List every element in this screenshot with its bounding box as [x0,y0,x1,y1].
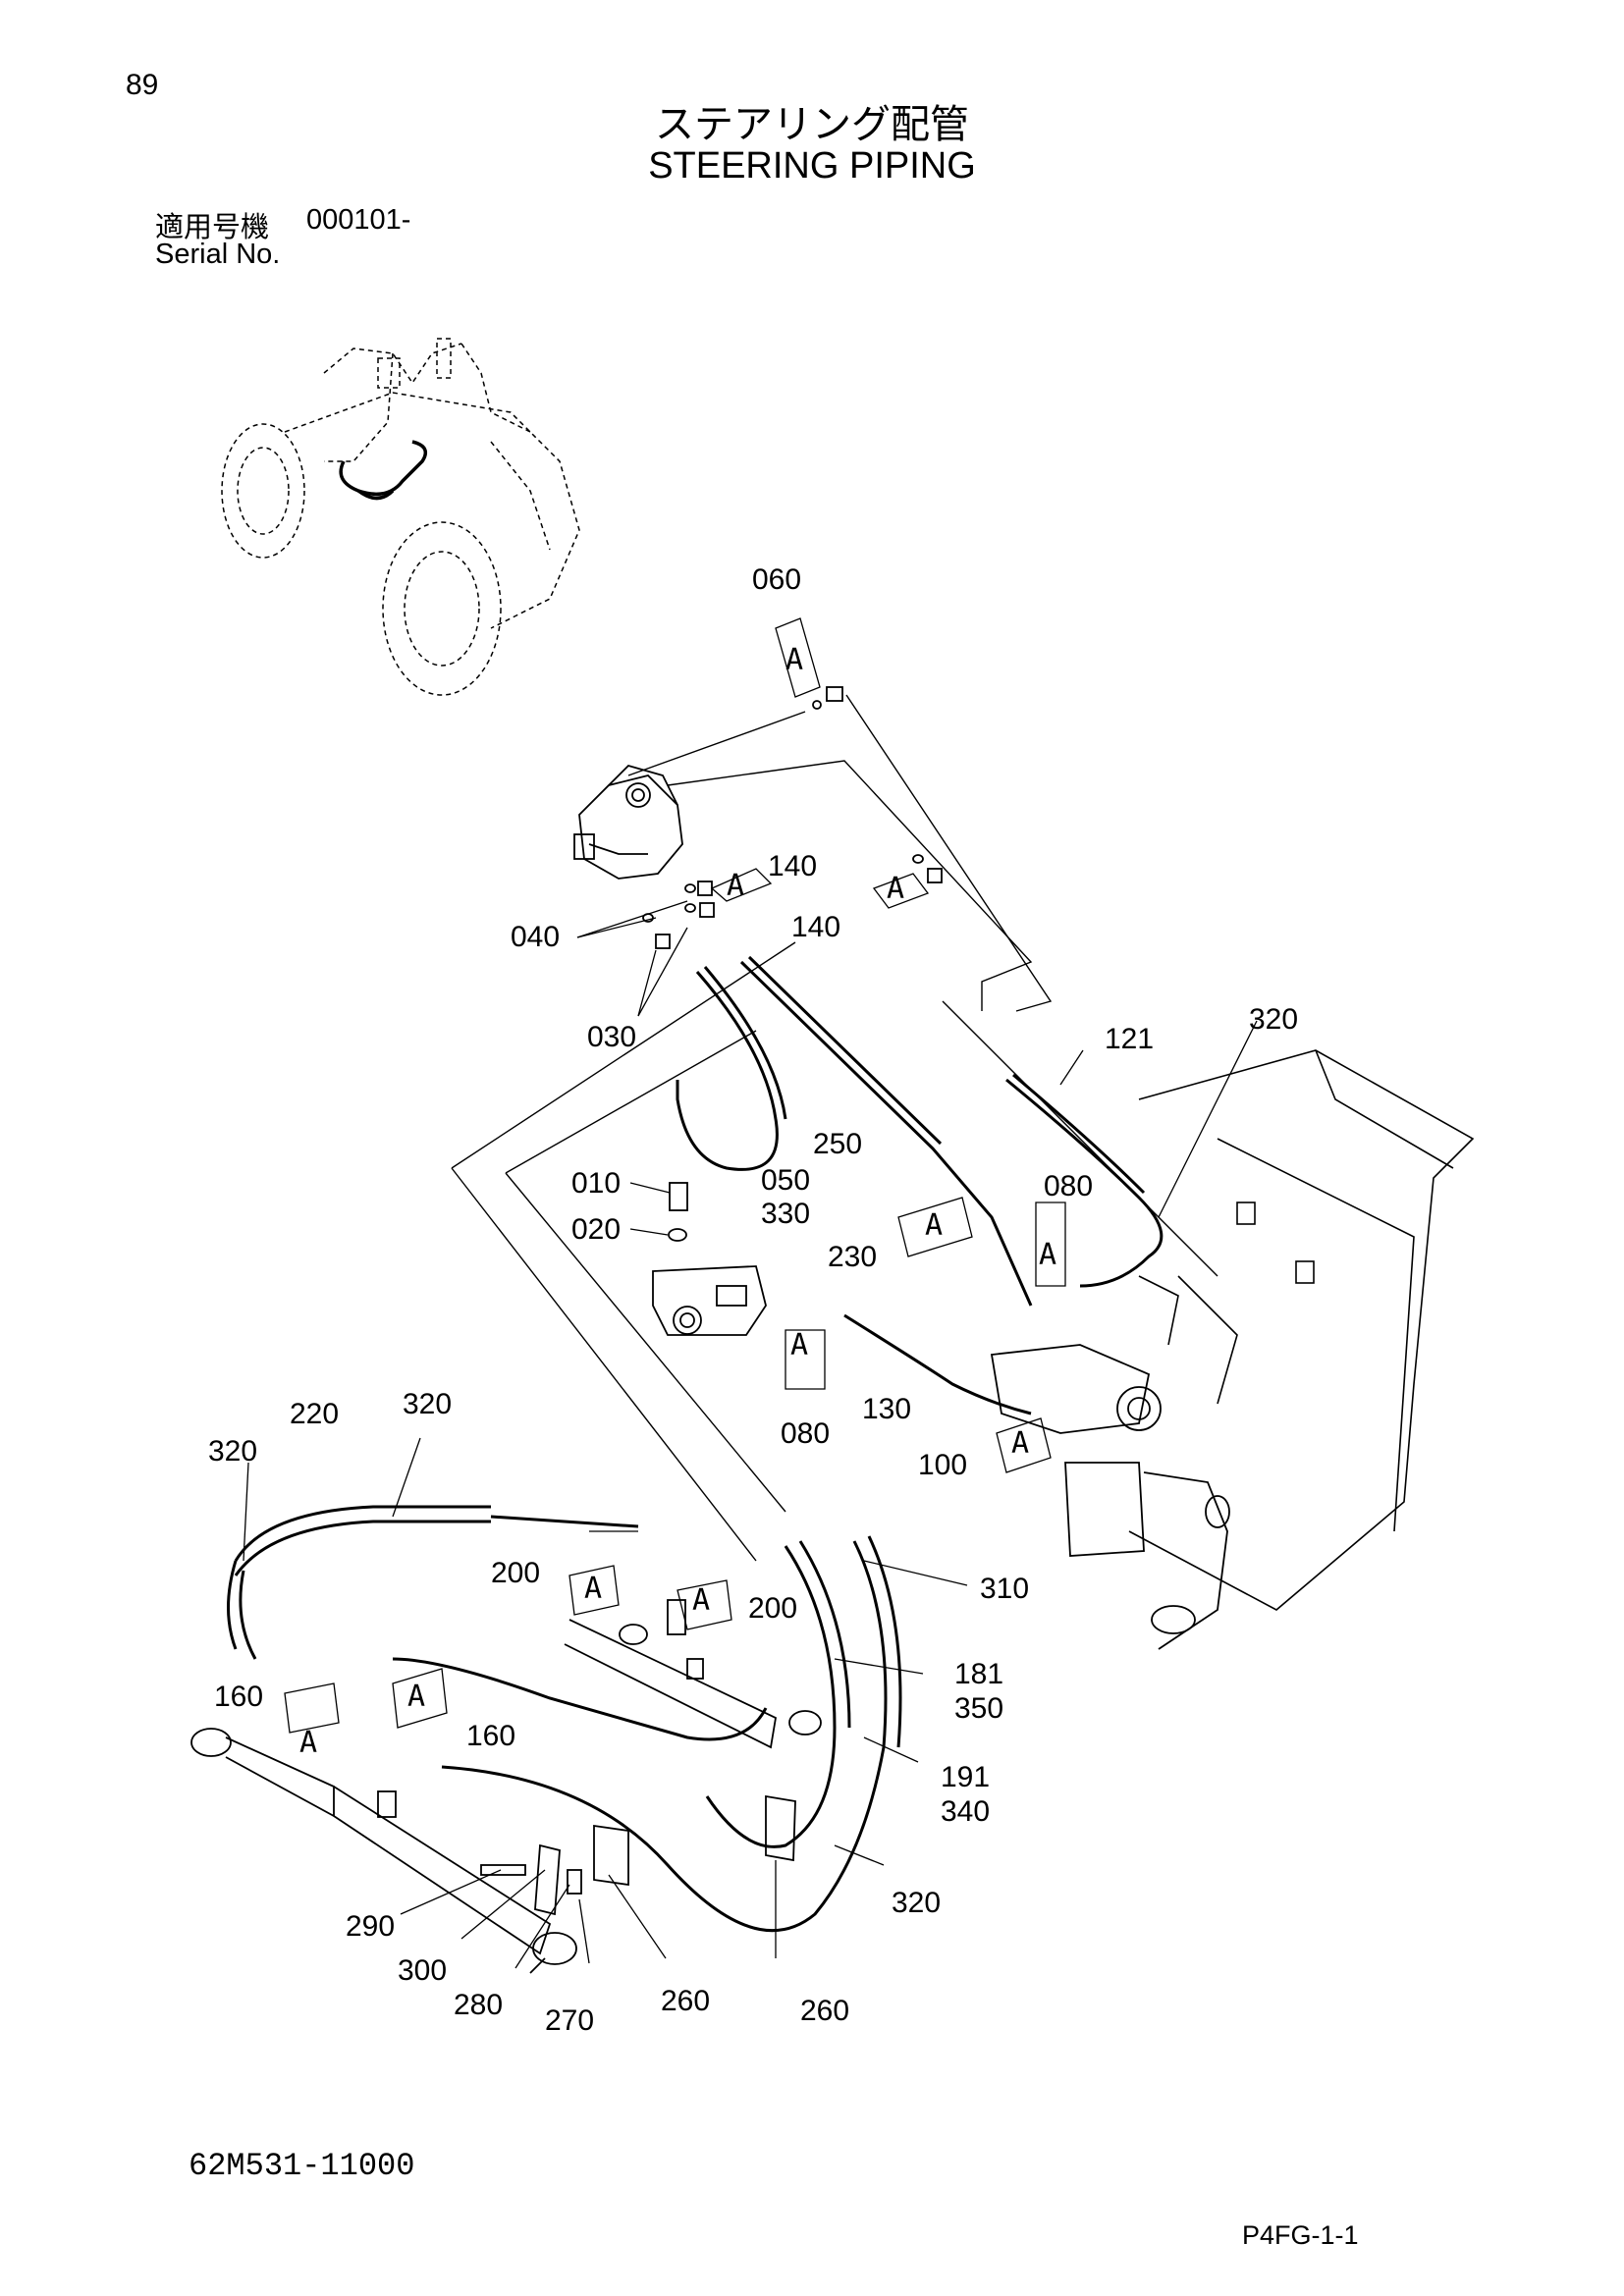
callout-200-right: 200 [748,1592,797,1625]
hydraulic-pump-assembly [990,1344,1230,1650]
page-code: P4FG-1-1 [1242,2220,1359,2250]
detail-mark-a8: A [584,1572,602,1606]
detail-mark-a3: A [887,872,904,906]
detail-mark-a5: A [1039,1238,1056,1272]
detail-mark-a1: A [785,643,803,677]
serial-label-english: Serial No. [155,239,281,270]
serial-label-japanese: 適用号機 [155,210,270,243]
part-callouts: 060 140 140 040 030 121 320 250 010 050 … [208,563,1298,2037]
callout-040: 040 [511,921,560,953]
callout-320-right: 320 [1249,1003,1298,1036]
callout-270: 270 [545,2004,594,2037]
clamp-parts [480,1794,796,1916]
vehicle-overview-drawing [221,338,580,696]
callout-220: 220 [290,1398,339,1430]
callout-121: 121 [1105,1023,1154,1055]
callout-100: 100 [918,1449,967,1481]
callout-010: 010 [571,1167,621,1200]
callout-230: 230 [828,1241,877,1273]
hose-upper-left [392,1515,768,1741]
title-english: STEERING PIPING [648,145,976,187]
fitting-010 [668,1182,688,1242]
callout-320-left: 320 [208,1435,257,1468]
callout-320-bottom: 320 [892,1887,941,1919]
callout-140-lower: 140 [791,911,840,943]
callout-200-left: 200 [491,1557,540,1589]
callout-140-upper: 140 [768,850,817,882]
hose-220 [227,1505,491,1660]
callout-300: 300 [398,1954,447,1987]
steering-valve-block [652,1265,767,1336]
callout-020: 020 [571,1213,621,1246]
callout-160-right: 160 [466,1720,515,1752]
detail-mark-a6: A [790,1328,808,1362]
callout-310: 310 [980,1573,1029,1605]
steering-unit [573,764,683,880]
callout-130: 130 [862,1393,911,1425]
callout-030: 030 [587,1021,636,1053]
upper-cylinder [564,1599,822,1749]
page-number: 89 [126,69,159,101]
callout-290: 290 [346,1910,395,1943]
callout-260-left: 260 [661,1985,710,2017]
hose-121 [1005,1073,1164,1288]
callout-080-upper: 080 [1044,1170,1093,1202]
callout-260-right: 260 [800,1995,849,2027]
serial-value: 000101- [306,204,411,236]
steering-unit-fittings [642,686,943,949]
reference-outline-lines [451,694,1218,1562]
detail-mark-a10: A [407,1680,425,1714]
callout-160-left: 160 [214,1681,263,1713]
chassis-frame [1128,1049,1475,1611]
vehicle-highlight-piping [339,440,428,501]
detail-mark-a2: A [727,869,744,903]
callout-191: 191 [941,1761,990,1793]
drawing-number: 62M531-11000 [189,2148,415,2184]
hose-181 [705,1540,851,1848]
steering-cylinder [190,1728,577,1974]
callout-320-top-left: 320 [403,1388,452,1420]
detail-mark-a9: A [692,1583,710,1618]
detail-brackets [284,617,1066,1734]
callout-330: 330 [761,1198,810,1230]
callout-350: 350 [954,1692,1003,1725]
hose-191 [441,1535,902,1933]
callout-060: 060 [752,563,801,596]
detail-mark-a4: A [925,1208,943,1243]
callout-181: 181 [954,1658,1003,1690]
callout-250: 250 [813,1128,862,1160]
hose-050 [676,966,787,1171]
detail-mark-a7: A [1011,1426,1029,1461]
callout-280: 280 [454,1989,503,2021]
callout-340: 340 [941,1795,990,1828]
hose-130 [843,1313,1032,1415]
callout-080-lower: 080 [781,1417,830,1450]
detail-mark-a11: A [299,1726,317,1760]
detail-a-marks: A A A A A A A A A A A [299,643,1056,1760]
title-japanese: ステアリング配管 [655,102,969,147]
callout-050: 050 [761,1164,810,1197]
leader-lines [243,900,1258,1969]
hose-250 [739,955,1033,1307]
